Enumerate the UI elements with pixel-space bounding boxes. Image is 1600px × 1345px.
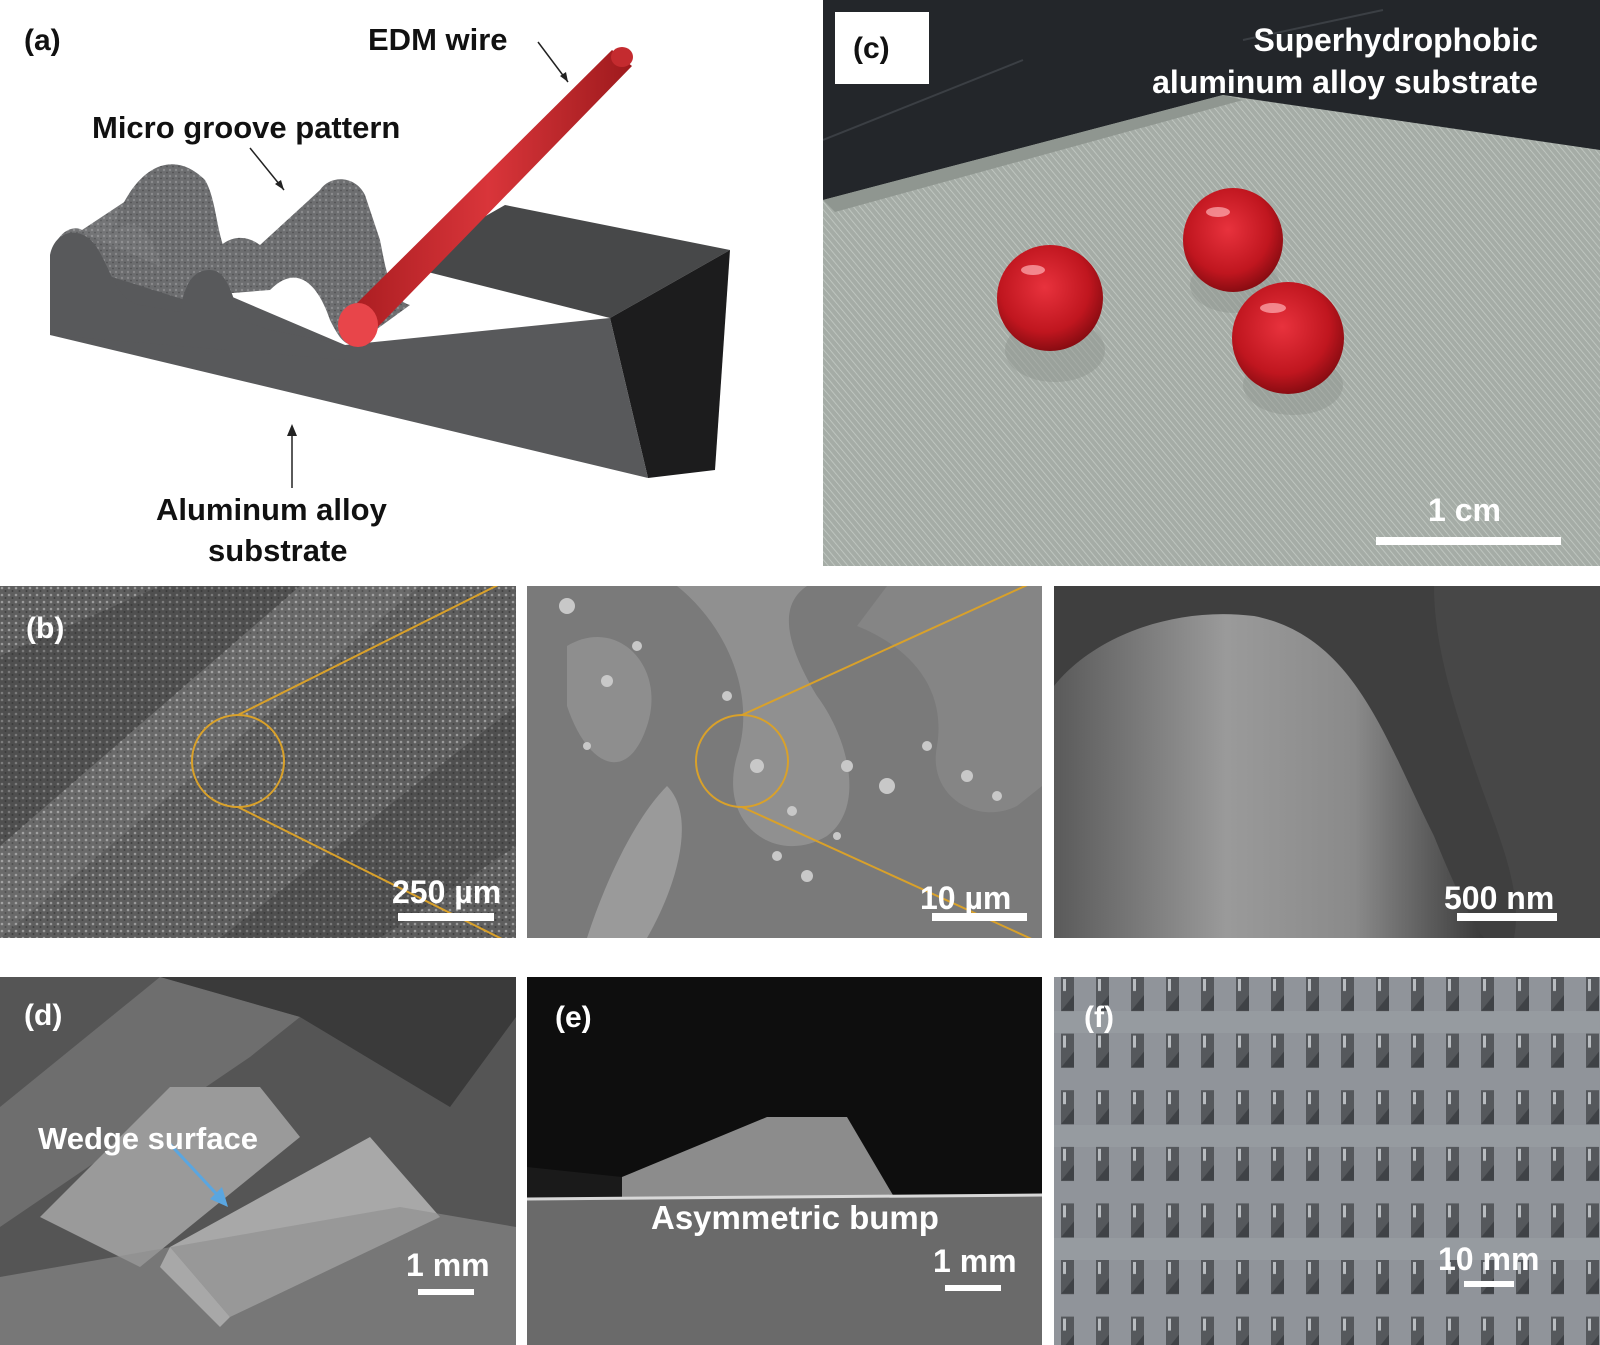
scale-label-d: 1 mm [406, 1247, 490, 1283]
scale-label-c: 1 cm [1428, 492, 1501, 528]
panel-c-title-line1: Superhydrophobic [1253, 22, 1538, 58]
micro-groove-label: Micro groove pattern [92, 110, 401, 145]
scale-label-b2: 10 µm [920, 880, 1012, 916]
scale-label-b3: 500 nm [1444, 880, 1555, 916]
scale-bar-d [418, 1289, 474, 1295]
scale-bar-e [945, 1285, 1001, 1291]
panel-label-b: (b) [26, 612, 65, 645]
scale-label-b1: 250 µm [392, 874, 502, 910]
panel-label-e: (e) [555, 1001, 592, 1034]
droplet [1232, 282, 1344, 415]
edm-schematic-illustration [50, 41, 730, 488]
asymmetric-bump-label: Asymmetric bump [651, 1199, 939, 1236]
panel-c: (c) Superhydrophobic aluminum alloy subs… [823, 0, 1600, 566]
sem-image-microstructure [527, 586, 1042, 938]
panel-f: (f) 10 mm [1054, 977, 1600, 1345]
droplet [997, 245, 1105, 382]
panel-b-sem-2: 10 µm [527, 586, 1042, 938]
edm-wire [338, 47, 633, 347]
scale-bar-b3 [1457, 913, 1557, 921]
panel-b-sem-1: (b) 250 µm [0, 586, 516, 938]
sem-image-nanostructure [1054, 586, 1600, 938]
panel-label-c-box [835, 12, 929, 84]
scale-bar-f [1464, 1281, 1514, 1287]
panel-e: (e) Asymmetric bump 1 mm [527, 977, 1042, 1345]
panel-label-a: (a) [24, 24, 61, 57]
scale-bar-b1 [398, 913, 494, 921]
panel-d: (d) Wedge surface 1 mm [0, 977, 516, 1345]
edm-wire-label: EDM wire [368, 22, 508, 57]
substrate-label-line1: Aluminum alloy [156, 492, 387, 527]
substrate-label-line2: substrate [208, 533, 348, 568]
bump-array-photo [1054, 977, 1600, 1345]
panel-label-c: (c) [853, 32, 890, 65]
panel-label-d: (d) [24, 999, 63, 1032]
bump-sem-image [527, 977, 1042, 1345]
droplet-photo [823, 0, 1600, 566]
panel-a: (a) EDM wire Micro groove pattern Alumin… [0, 0, 812, 570]
panel-c-title-line2: aluminum alloy substrate [1152, 64, 1538, 100]
wedge-sem-image [0, 977, 516, 1345]
scale-label-e: 1 mm [933, 1243, 1017, 1279]
panel-b-sem-3: 500 nm [1054, 586, 1600, 938]
panel-label-f: (f) [1084, 1001, 1114, 1034]
scale-bar-b2 [932, 913, 1027, 921]
wedge-surface-label: Wedge surface [38, 1121, 258, 1156]
sem-image-grooves [0, 586, 516, 938]
scale-bar-c [1376, 537, 1561, 545]
scale-label-f: 10 mm [1438, 1241, 1540, 1277]
